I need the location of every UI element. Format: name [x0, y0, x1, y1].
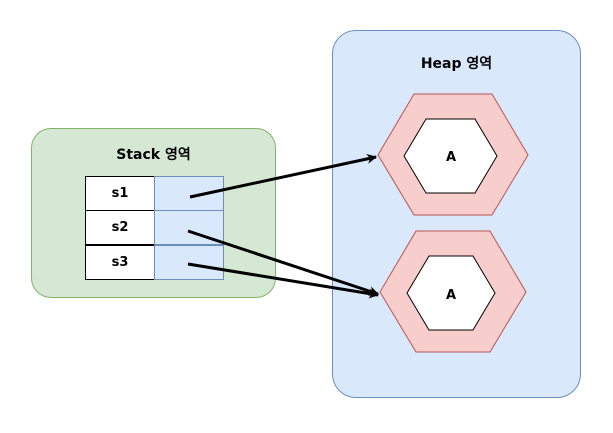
stack-var-s1: s1: [85, 176, 155, 211]
reference-arrow-s1: [189, 154, 377, 199]
reference-arrow-s2: [187, 229, 379, 296]
heap-object-2: A: [379, 230, 527, 353]
stack-var-s3: s3: [85, 245, 155, 280]
reference-arrow-s3: [187, 262, 379, 299]
stack-var-s2: s2: [85, 210, 155, 245]
stack-title: Stack 영역: [116, 147, 191, 163]
heap-object-2-inner: [406, 255, 496, 331]
stack-ref-cell-s3: [154, 245, 224, 280]
heap-object-1: A: [377, 93, 529, 216]
heap-title: Heap 영역: [420, 56, 493, 72]
heap-object-1-inner: [403, 118, 498, 194]
heap-object-2-label: A: [446, 288, 456, 303]
heap-object-1-label: A: [446, 150, 456, 165]
